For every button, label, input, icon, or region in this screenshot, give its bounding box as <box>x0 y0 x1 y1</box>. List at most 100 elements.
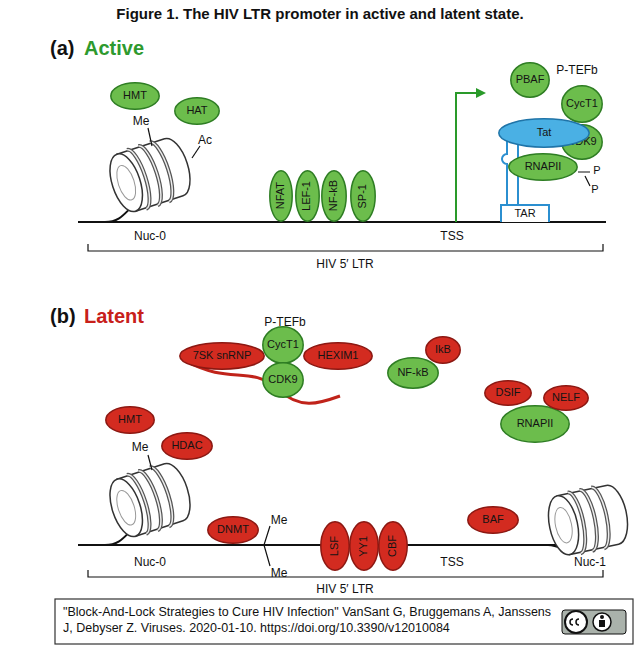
annotation-label: P-TEFb <box>264 315 305 329</box>
arrow-head <box>476 88 486 98</box>
protein-ellipse: HAT <box>174 97 220 125</box>
protein-outline <box>509 154 577 180</box>
protein-name: PBAF <box>516 74 545 86</box>
annotation-label: HIV 5′ LTR <box>316 257 373 271</box>
license-by-head <box>600 615 604 619</box>
citation-caption: "Block-And-Lock Strategies to Cure HIV I… <box>63 604 553 637</box>
phospho-tail <box>578 172 590 186</box>
protein-outline <box>511 63 549 97</box>
protein-outline <box>295 171 318 221</box>
protein-outline <box>263 327 303 363</box>
protein-name: Tat <box>537 127 552 139</box>
protein-ellipse: 7SK snRNP <box>179 342 265 370</box>
protein-ellipse: RNAPII <box>500 405 570 443</box>
protein-ellipse: CDK9 <box>262 362 304 398</box>
protein-outline <box>501 406 569 442</box>
protein-outline <box>499 119 589 147</box>
annotation-label: Me <box>133 114 150 128</box>
methyl-tick <box>148 455 152 470</box>
protein-name: DSIF <box>495 387 520 399</box>
protein-ellipse: RNAPII <box>508 153 578 181</box>
annotation-label: P-TEFb <box>556 63 597 77</box>
nucleosome <box>103 458 196 541</box>
protein-name: HAT <box>186 105 207 117</box>
license-cc-mark <box>570 619 579 625</box>
protein-outline <box>544 386 588 410</box>
protein-outline <box>180 343 264 369</box>
protein-outline <box>111 83 159 109</box>
annotation-label: Nuc-0 <box>134 229 166 243</box>
protein-outline <box>162 433 212 459</box>
annotation-label: Nuc-1 <box>574 555 606 569</box>
protein-outline <box>304 343 372 369</box>
protein-outline <box>270 171 292 221</box>
license-cc-circle <box>565 611 587 633</box>
protein-name: CycT1 <box>267 339 299 351</box>
protein-outline <box>562 125 602 159</box>
protein-name: HMT <box>118 414 142 426</box>
protein-ellipse: LSF <box>320 521 350 571</box>
protein-name: NF-kB <box>397 367 428 379</box>
methyl-tick <box>148 128 152 146</box>
license-icon <box>562 610 626 634</box>
protein-ellipse: NELF <box>543 385 589 411</box>
annotation-label: P <box>591 183 598 195</box>
protein-outline <box>562 86 602 122</box>
protein-name: NELF <box>552 392 580 404</box>
annotation-label: (a) <box>50 37 74 60</box>
annotation-label: Latent <box>84 305 144 328</box>
protein-name: NF-kB <box>328 180 340 211</box>
protein-ellipse: SP-1 <box>350 170 376 222</box>
figure-title: Figure 1. The HIV LTR promoter in active… <box>0 5 640 22</box>
protein-outline <box>350 522 378 570</box>
protein-outline <box>322 171 346 221</box>
protein-outline <box>208 517 258 543</box>
protein-ellipse: PBAF <box>510 62 550 98</box>
nucleosome <box>543 482 632 559</box>
annotation-label: TSS <box>440 555 463 569</box>
protein-name: LSF <box>329 536 341 556</box>
protein-ellipse: Tat <box>498 118 590 148</box>
protein-ellipse: DNMT <box>207 516 259 544</box>
annotation-label: (b) <box>50 305 76 328</box>
protein-name: HEXIM1 <box>318 350 359 362</box>
protein-outline <box>175 98 219 124</box>
protein-ellipse: CycT1 <box>262 326 304 364</box>
annotation-label: TSS <box>440 229 463 243</box>
protein-name: NFAT <box>275 182 287 209</box>
protein-name: TAR <box>514 208 535 220</box>
annotation-label: Active <box>84 37 144 60</box>
protein-name: CDK9 <box>268 374 297 386</box>
ltr-bracket <box>88 570 603 577</box>
license-by-body <box>599 620 605 627</box>
protein-ellipse: HDAC <box>161 432 213 460</box>
protein-name: LEF-1 <box>301 181 313 211</box>
protein-name: RNAPII <box>525 161 562 173</box>
protein-name: DNMT <box>217 524 249 536</box>
protein-outline <box>426 337 460 363</box>
protein-name: HDAC <box>171 440 202 452</box>
annotation-label: P <box>593 164 600 176</box>
protein-name: YY1 <box>358 536 370 557</box>
protein-ellipse: CBF <box>378 521 408 571</box>
protein-name: IkB <box>435 344 451 356</box>
protein-name: RNAPII <box>517 418 554 430</box>
protein-outline <box>321 522 349 570</box>
protein-outline <box>468 507 518 533</box>
protein-ellipse: HMT <box>110 82 160 110</box>
protein-ellipse: HEXIM1 <box>303 342 373 370</box>
acetyl-tick <box>192 146 200 158</box>
protein-name: CBF <box>387 535 399 557</box>
nucleosome <box>103 133 196 216</box>
protein-outline <box>351 171 375 221</box>
annotation-label: Ac <box>198 133 212 147</box>
protein-outline <box>379 522 407 570</box>
protein-ellipse: HMT <box>105 406 155 434</box>
protein-ellipse: LEF-1 <box>295 170 320 222</box>
protein-ellipse: NF-kB <box>321 170 347 222</box>
protein-name: CycT1 <box>566 98 598 110</box>
annotation-label: Me <box>271 513 288 527</box>
protein-name: SP-1 <box>357 184 369 208</box>
protein-ellipse: NFAT <box>269 170 293 222</box>
